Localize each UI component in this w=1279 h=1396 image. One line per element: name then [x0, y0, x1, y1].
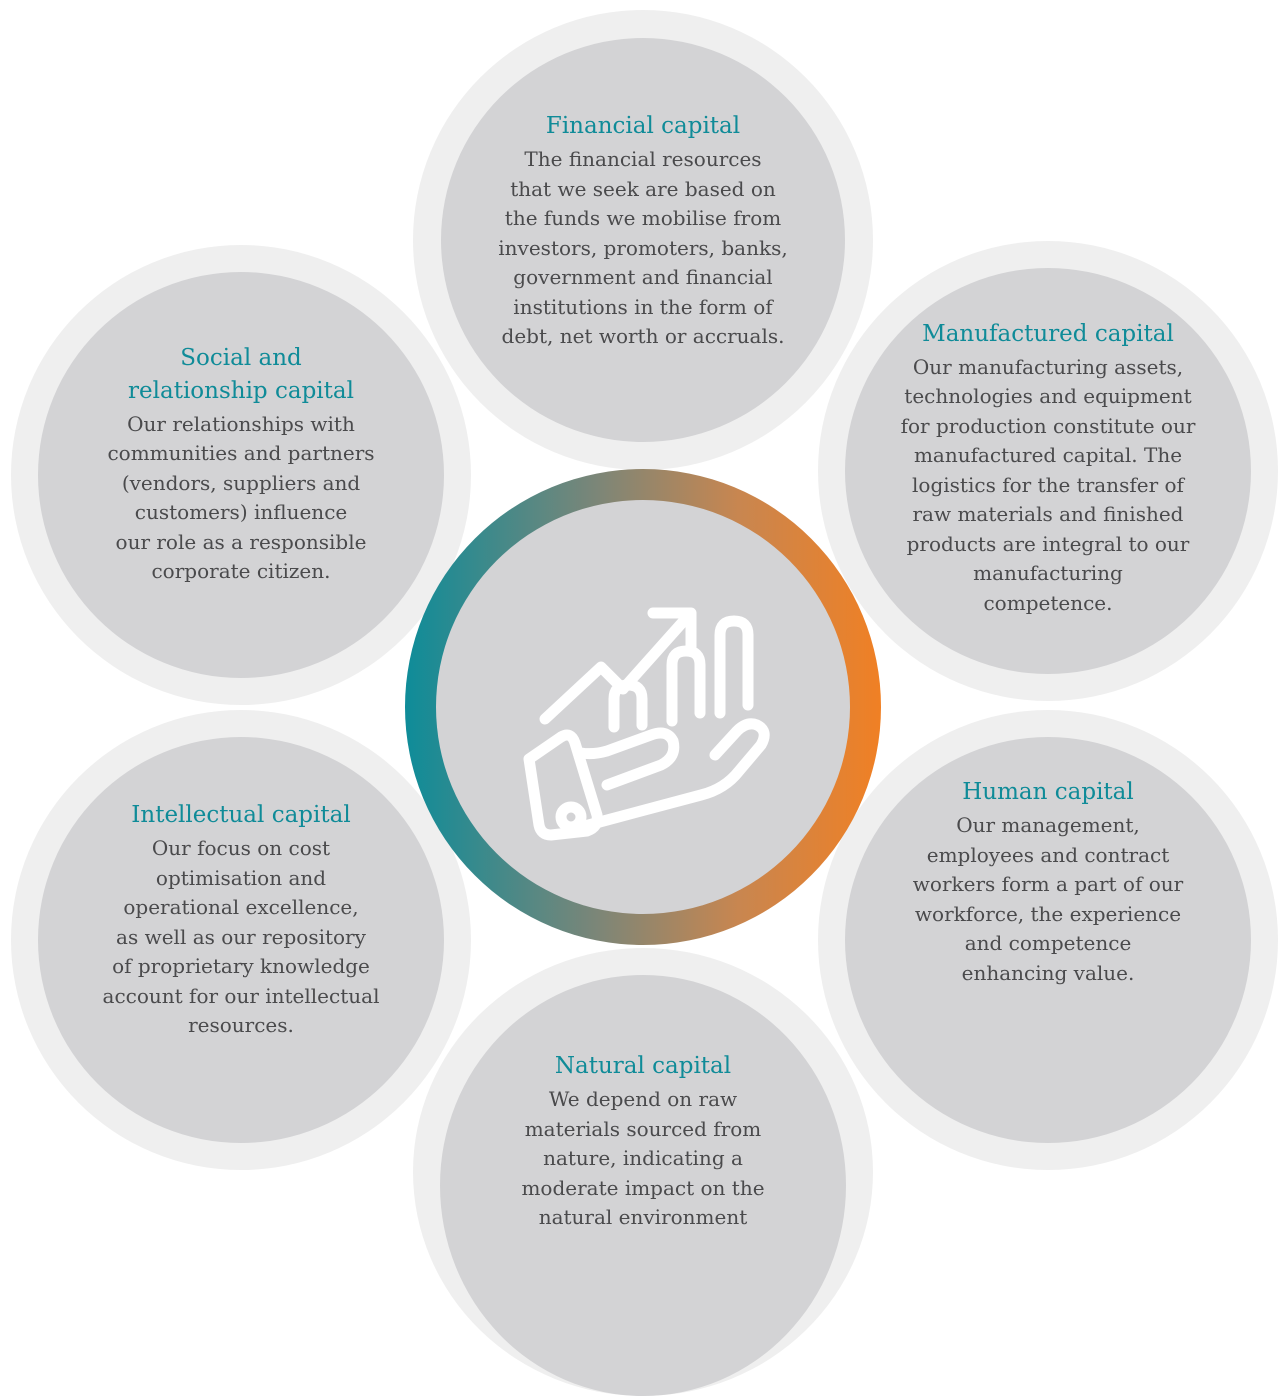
central-hub: [436, 500, 850, 914]
natural-capital-title: Natural capital: [554, 1053, 732, 1080]
financial-capital-circle: Financial capital The financial resource…: [413, 10, 873, 470]
social-relationship-capital-circle: Social and relationship capital Our rela…: [11, 245, 471, 705]
manufactured-capital-text: Manufactured capital Our manufacturing a…: [901, 318, 1196, 619]
intellectual-capital-circle: Intellectual capital Our focus on cost o…: [11, 710, 471, 1170]
intellectual-capital-inner: Intellectual capital Our focus on cost o…: [38, 737, 444, 1143]
manufactured-capital-circle: Manufactured capital Our manufacturing a…: [818, 241, 1278, 701]
manufactured-capital-description: Our manufacturing assets, technologies a…: [900, 354, 1196, 615]
human-capital-text: Human capital Our management, employees …: [913, 776, 1183, 988]
natural-capital-circle: Natural capital We depend on raw materia…: [413, 948, 873, 1396]
intellectual-capital-title: Intellectual capital: [131, 802, 351, 829]
natural-capital-description: We depend on raw materials sourced from …: [521, 1087, 765, 1230]
manufactured-capital-title: Manufactured capital: [922, 320, 1174, 347]
financial-capital-description: The financial resources that we seek are…: [498, 147, 788, 349]
human-capital-inner: Human capital Our management, employees …: [845, 737, 1251, 1143]
intellectual-capital-description: Our focus on cost optimisation and opera…: [102, 836, 380, 1038]
financial-capital-inner: Financial capital The financial resource…: [441, 38, 845, 442]
manufactured-capital-inner: Manufactured capital Our manufacturing a…: [845, 268, 1251, 674]
social-relationship-capital-title: Social and relationship capital: [128, 344, 354, 404]
central-hub-ring: [405, 469, 881, 945]
social-relationship-capital-description: Our relationships with communities and p…: [107, 411, 375, 584]
hand-growth-chart-icon: [523, 607, 770, 841]
human-capital-description: Our management, employees and contract w…: [912, 813, 1184, 985]
natural-capital-text: Natural capital We depend on raw materia…: [521, 1050, 764, 1233]
human-capital-title: Human capital: [962, 779, 1134, 805]
intellectual-capital-text: Intellectual capital Our focus on cost o…: [103, 799, 380, 1041]
social-relationship-capital-inner: Social and relationship capital Our rela…: [38, 272, 444, 678]
social-relationship-capital-text: Social and relationship capital Our rela…: [107, 342, 374, 587]
human-capital-circle: Human capital Our management, employees …: [818, 710, 1278, 1170]
financial-capital-title: Financial capital: [545, 113, 741, 140]
financial-capital-text: Financial capital The financial resource…: [498, 110, 787, 352]
natural-capital-inner: Natural capital We depend on raw materia…: [440, 975, 846, 1396]
